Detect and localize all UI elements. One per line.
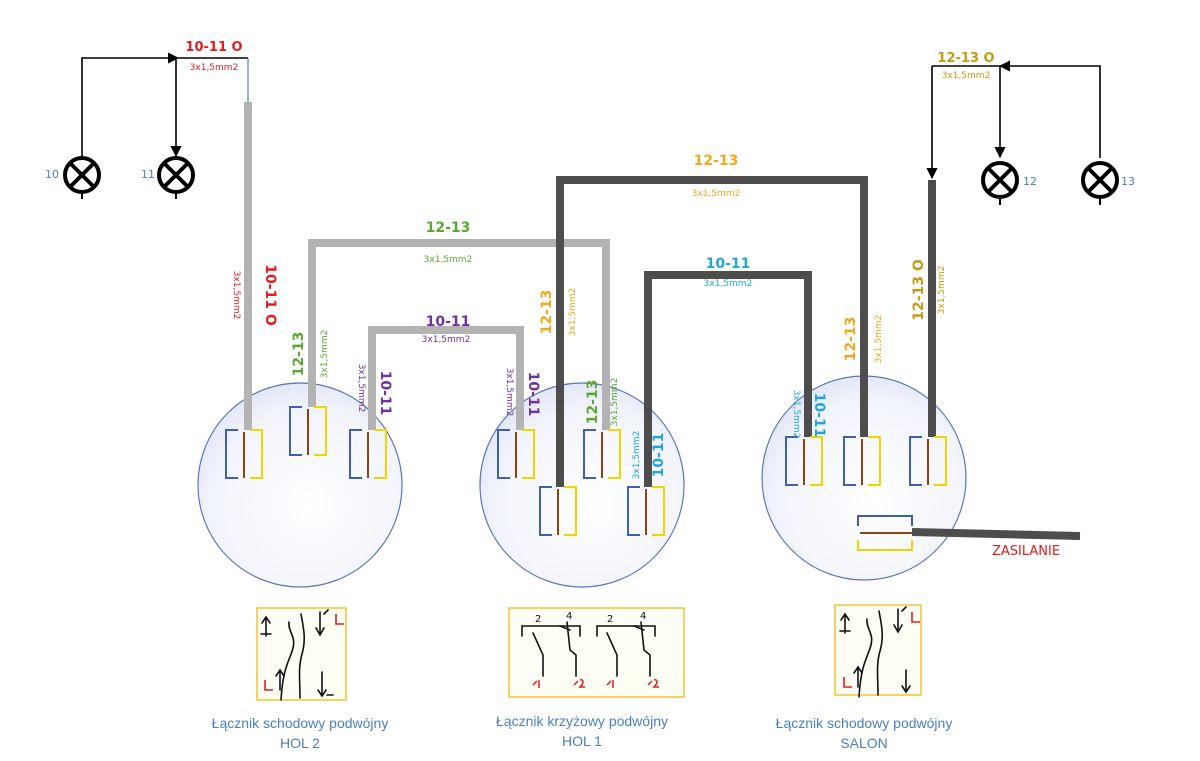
cable-label-orange-12-13: 12-13 — [694, 153, 739, 169]
lamp-12-label: 12 — [1023, 175, 1037, 188]
connector — [497, 429, 535, 479]
lamp-13-label: 13 — [1121, 175, 1135, 188]
switch-sketch-hol2 — [256, 607, 347, 701]
vwire-purple-10-11-a: 3x1,5mm2 — [356, 364, 366, 413]
caption-hol1-room: HOL 1 — [562, 733, 602, 749]
cable-wire-orange-12-13: 3x1,5mm2 — [692, 189, 741, 199]
lamp-circuit-12-13: 12 13 12-13 O 3x1,5mm2 — [926, 51, 1135, 205]
vwire-orange-12-13-a: 3x1,5mm2 — [568, 288, 578, 337]
vlabel-10-11-o: 10-11 O — [262, 264, 278, 326]
cable-purple-10-11 — [368, 326, 524, 430]
lamp-circuit-10-11: 10 11 10-11 O 3x1,5mm2 — [45, 40, 249, 199]
cable-cyan-10-11 — [644, 271, 812, 487]
light-cables — [244, 102, 610, 430]
cable-wire-purple-10-11: 3x1,5mm2 — [422, 335, 471, 345]
cable-wire-cyan-10-11: 3x1,5mm2 — [704, 279, 753, 289]
connectors — [225, 406, 947, 551]
cable-power-supply — [911, 528, 1081, 540]
cable-wire-green-12-13: 3x1,5mm2 — [424, 255, 473, 265]
lamp-10-label: 10 — [45, 168, 59, 181]
power-supply-label: ZASILANIE — [992, 544, 1060, 559]
circuit-wire-10-11-o: 3x1,5mm2 — [190, 63, 239, 73]
caption-hol1-type: Łącznik krzyżowy podwójny — [496, 713, 668, 729]
switch-sketch-salon — [834, 604, 922, 698]
terminal-label: 2 — [535, 614, 541, 625]
connector — [843, 436, 881, 486]
vwire-green-12-13-a: 3x1,5mm2 — [320, 330, 330, 379]
vlabel-cyan-10-11-a: 10-11 — [651, 433, 667, 478]
terminal-label: 4 — [640, 611, 646, 622]
vlabel-cyan-10-11-b: 10-11 — [811, 393, 827, 438]
caption-salon-room: SALON — [840, 735, 887, 751]
lamp-13-icon — [1081, 161, 1119, 205]
connector — [225, 429, 263, 479]
vwire-orange-12-13-b: 3x1,5mm2 — [874, 315, 884, 364]
circuit-label-10-11-o: 10-11 O — [185, 40, 242, 55]
connector — [909, 436, 947, 486]
caption-hol2-type: Łącznik schodowy podwójny — [212, 715, 389, 731]
vlabel-orange-12-13-a: 12-13 — [539, 290, 555, 335]
cable-label-cyan-10-11: 10-11 — [706, 256, 751, 272]
connector — [349, 429, 387, 479]
vwire-12-13-o: 3x1,5mm2 — [937, 266, 947, 315]
terminal-label: 2 — [607, 614, 613, 625]
vlabel-purple-10-11-b: 10-11 — [525, 372, 541, 417]
lamp-10-icon — [63, 156, 101, 199]
lamp-12-icon — [981, 161, 1019, 205]
cable-green-12-13 — [308, 239, 610, 430]
connector — [627, 486, 665, 536]
terminal-label: 4 — [566, 611, 572, 622]
vwire-10-11-o: 3x1,5mm2 — [231, 271, 241, 320]
connector — [785, 436, 823, 486]
switch-sketch-hol1: 2 4 2 4 — [508, 607, 685, 698]
dark-cables — [556, 176, 1081, 540]
vwire-green-12-13-b: 3x1,5mm2 — [610, 378, 620, 427]
vwire-cyan-10-11-b: 3x1,5mm2 — [791, 390, 801, 439]
vlabel-orange-12-13-b: 12-13 — [843, 317, 859, 362]
connector — [539, 486, 577, 536]
vlabel-green-12-13-b: 12-13 — [585, 380, 601, 425]
connector — [289, 406, 327, 456]
vwire-purple-10-11-b: 3x1,5mm2 — [504, 368, 514, 417]
vlabel-green-12-13-a: 12-13 — [291, 332, 307, 377]
lamp-11-icon — [157, 156, 195, 199]
circuit-label-12-13-o: 12-13 O — [937, 51, 994, 66]
cable-orange-12-13 — [556, 176, 868, 487]
vlabel-12-13-o: 12-13 O — [911, 259, 927, 321]
cable-label-green-12-13: 12-13 — [426, 220, 471, 236]
power-connector — [857, 515, 913, 551]
caption-salon-type: Łącznik schodowy podwójny — [776, 715, 953, 731]
lamp-11-label: 11 — [141, 168, 155, 181]
caption-hol2-room: HOL 2 — [280, 735, 320, 751]
vwire-cyan-10-11-a: 3x1,5mm2 — [632, 431, 642, 480]
circuit-wire-12-13-o: 3x1,5mm2 — [942, 71, 991, 81]
cable-label-purple-10-11: 10-11 — [426, 314, 471, 330]
vlabel-purple-10-11-a: 10-11 — [377, 371, 393, 416]
connector — [583, 429, 621, 479]
